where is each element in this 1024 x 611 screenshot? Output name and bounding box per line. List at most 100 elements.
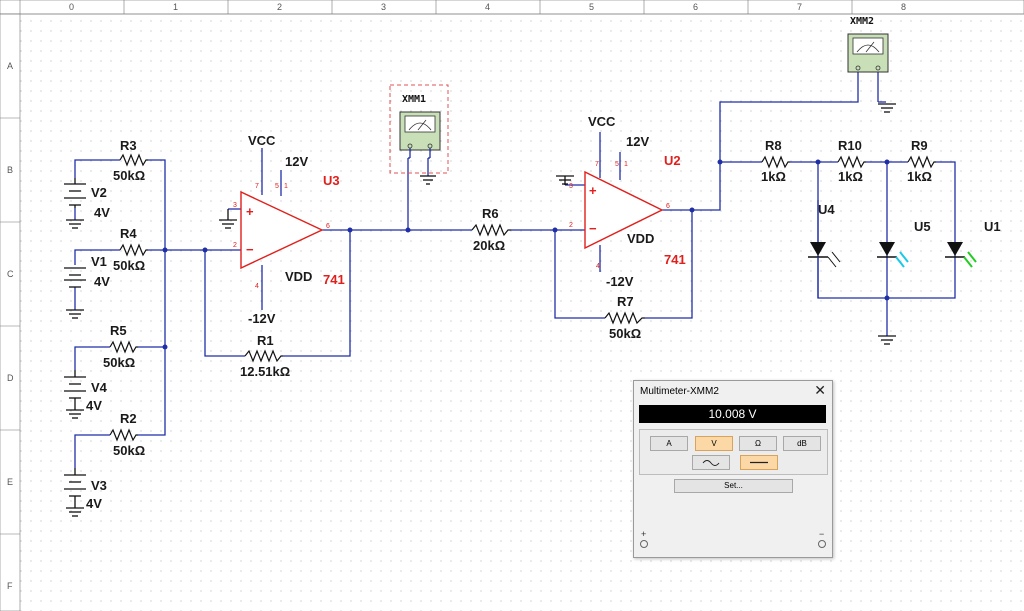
top-ruler	[0, 0, 1024, 15]
terminal-plus-icon[interactable]	[640, 540, 648, 548]
u3-pin3: 3	[233, 202, 237, 209]
u3-minus: −	[246, 242, 254, 257]
multimeter-xmm2-instrument[interactable]	[847, 33, 889, 73]
led-u4[interactable]	[808, 200, 841, 298]
u3-name: U3	[323, 173, 340, 188]
mode-button-amps[interactable]: A	[650, 436, 688, 451]
junctions	[162, 159, 890, 350]
column-label: 0	[69, 2, 74, 12]
r9-name: R9	[911, 138, 928, 153]
battery-symbols	[64, 178, 86, 508]
V1-symbol	[64, 267, 86, 288]
u2-vdd: VDD	[627, 231, 654, 246]
set-button[interactable]: Set...	[674, 479, 793, 493]
u2-pin2: 2	[569, 222, 573, 229]
u2-name: U2	[664, 153, 681, 168]
left-ruler	[0, 13, 21, 611]
terminal-plus-label: +	[641, 529, 647, 539]
r1-value: 12.51kΩ	[240, 364, 290, 379]
column-label: 7	[797, 2, 802, 12]
u2-pin5: 5	[615, 161, 619, 168]
r2-name: R2	[120, 411, 137, 426]
u2-vcc: VCC	[588, 114, 616, 129]
dialog-title: Multimeter-XMM2	[640, 386, 719, 397]
column-label: 2	[277, 2, 282, 12]
V2-symbol	[64, 178, 86, 208]
u2-model: 741	[664, 252, 686, 267]
u4-name: U4	[818, 202, 835, 217]
v2-name: V2	[91, 185, 107, 200]
terminal-minus-label: −	[819, 529, 825, 539]
R4-symbol	[119, 243, 148, 257]
u2-pin6: 6	[666, 203, 670, 210]
u2-vcc-value: 12V	[626, 134, 649, 149]
u2-pin7: 7	[595, 161, 599, 168]
ground-icon-xmm1	[420, 175, 436, 185]
led-u1[interactable]	[945, 242, 977, 268]
resistor-symbols	[109, 153, 936, 442]
u2-vdd-value: -12V	[606, 274, 634, 289]
v4-name: V4	[91, 380, 108, 395]
xmm2-name: XMM2	[850, 16, 874, 27]
R3-symbol	[119, 153, 148, 167]
column-label: 1	[173, 2, 178, 12]
opamp-u2[interactable]: + − 3 2 7 5 1 4 6	[569, 161, 670, 270]
multimeter-xmm1-instrument[interactable]	[389, 84, 449, 174]
r3-value: 50kΩ	[113, 168, 145, 183]
u3-model: 741	[323, 272, 345, 287]
component-labels: R3 50kΩ R4 50kΩ R5 50kΩ R2 50kΩ R1 12.51…	[86, 16, 1001, 511]
R10-symbol	[837, 155, 866, 169]
column-label: 5	[589, 2, 594, 12]
r9-value: 1kΩ	[907, 169, 932, 184]
R2-symbol	[109, 428, 138, 442]
r2-value: 50kΩ	[113, 443, 145, 458]
R8-symbol	[761, 155, 790, 169]
u1-name: U1	[984, 219, 1001, 234]
r8-name: R8	[765, 138, 782, 153]
V3-symbol	[64, 468, 86, 508]
column-label: 6	[693, 2, 698, 12]
R5-symbol	[109, 340, 138, 354]
ac-sine-icon[interactable]	[692, 455, 730, 470]
r7-name: R7	[617, 294, 634, 309]
r4-value: 50kΩ	[113, 258, 145, 273]
mode-button-ohms[interactable]: Ω	[739, 436, 777, 451]
r1-name: R1	[257, 333, 274, 348]
u3-pin2: 2	[233, 242, 237, 249]
v3-value: 4V	[86, 496, 102, 511]
meter-reading-display: 10.008 V	[639, 405, 826, 423]
r7-value: 50kΩ	[609, 326, 641, 341]
v1-value: 4V	[94, 274, 110, 289]
led-u5[interactable]	[877, 242, 909, 268]
row-label: B	[7, 165, 13, 175]
mode-panel: A V Ω dB	[639, 429, 828, 475]
ground-icon-xmm2	[878, 103, 896, 113]
multimeter-dialog[interactable]: Multimeter-XMM2 ✕ 10.008 V A V Ω dB Set.…	[633, 380, 833, 558]
ground-icon-v1	[66, 309, 84, 319]
column-label: 3	[381, 2, 386, 12]
ground-icon-v4	[66, 409, 84, 419]
v2-value: 4V	[94, 205, 110, 220]
opamp-u3[interactable]: + − 3 2 7 5 1 4 6	[233, 183, 330, 290]
u3-vcc-value: 12V	[285, 154, 308, 169]
ground-icon-leds	[878, 335, 896, 345]
u3-pin6: 6	[326, 223, 330, 230]
close-icon[interactable]: ✕	[814, 382, 826, 398]
mode-button-volts[interactable]: V	[695, 436, 733, 451]
R7-symbol	[604, 311, 645, 325]
u2-pin4: 4	[596, 263, 600, 270]
u3-vdd: VDD	[285, 269, 312, 284]
u3-vdd-value: -12V	[248, 311, 276, 326]
terminal-minus-icon[interactable]	[818, 540, 826, 548]
column-label: 8	[901, 2, 906, 12]
column-label: 4	[485, 2, 490, 12]
row-label: C	[7, 269, 14, 279]
u2-pin1: 1	[624, 161, 628, 168]
mode-button-db[interactable]: dB	[783, 436, 821, 451]
ground-icon-u3	[219, 209, 237, 229]
dc-line-icon[interactable]	[740, 455, 778, 470]
row-label: D	[7, 373, 14, 383]
